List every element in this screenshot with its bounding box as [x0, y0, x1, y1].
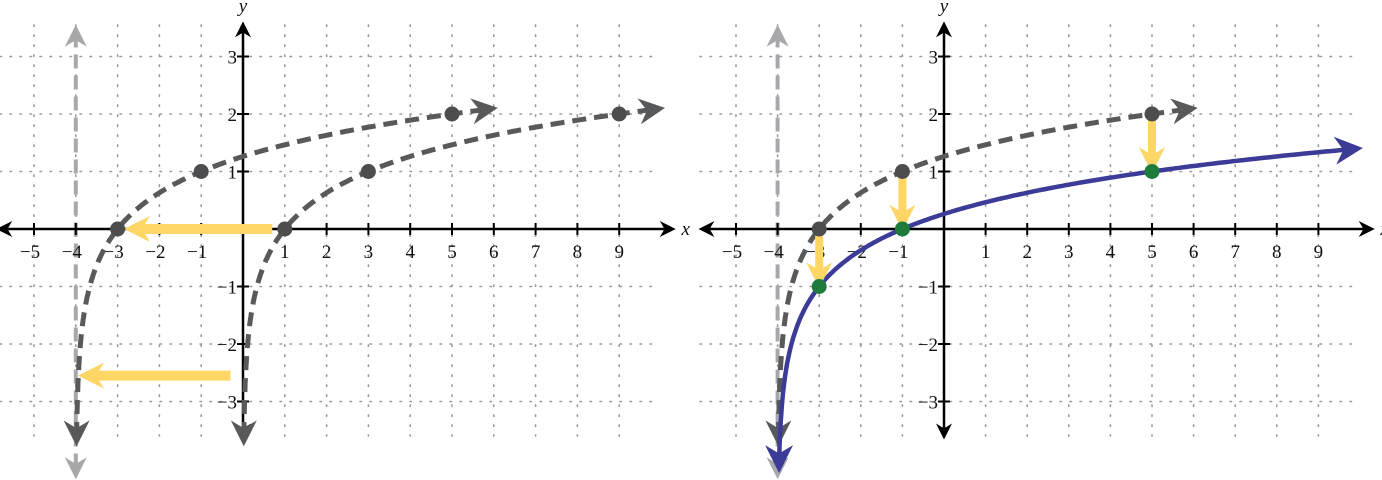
curve-dashed [63, 98, 498, 447]
data-point [811, 221, 827, 237]
x-tick-label: 9 [614, 242, 624, 263]
y-tick-label: −1 [918, 278, 938, 299]
x-tick-label: 1 [981, 242, 991, 263]
curve-solid [765, 136, 1363, 474]
x-tick-label: −4 [62, 242, 83, 263]
curve-dashed [765, 98, 1198, 447]
x-tick-label: −2 [145, 242, 165, 263]
data-point [811, 279, 827, 294]
x-tick-label: 3 [364, 242, 374, 263]
x-tick-label: 6 [1189, 242, 1199, 263]
y-tick-label: 3 [228, 48, 238, 69]
data-point [110, 221, 126, 237]
x-tick-label: 7 [1230, 242, 1240, 263]
data-point [444, 106, 460, 122]
y-axis-label: y [938, 0, 949, 17]
x-tick-label: −4 [763, 242, 784, 263]
data-point [360, 164, 376, 179]
data-point [1144, 164, 1160, 179]
y-tick-label: −3 [217, 393, 237, 414]
x-tick-label: 8 [573, 242, 583, 263]
x-tick-label: 2 [1022, 242, 1032, 263]
x-tick-label: −1 [888, 242, 908, 263]
x-tick-label: 8 [1272, 242, 1282, 263]
y-tick-label: 1 [929, 163, 939, 184]
x-tick-label: 7 [531, 242, 541, 263]
y-tick-label: 2 [228, 105, 238, 126]
curve-dashed [230, 98, 666, 447]
chart-panel-1: −5 −4 −3 −2 −1 1 2 3 4 5 6 7 8 9 −3 −2 −1 1 2 3 x y [0, 0, 690, 480]
y-tick-label: 1 [228, 163, 238, 184]
x-tick-label: 3 [1064, 242, 1074, 263]
y-tick-label: −2 [918, 335, 938, 356]
data-point [611, 106, 627, 122]
x-tick-label: 5 [447, 242, 457, 263]
x-tick-label: 4 [1106, 242, 1116, 263]
y-tick-label: 3 [929, 48, 939, 69]
data-point [1144, 106, 1160, 122]
x-tick-label: −1 [187, 242, 207, 263]
x-tick-label: 2 [322, 242, 332, 263]
x-tick-label: 5 [1147, 242, 1157, 263]
y-tick-label: −3 [918, 393, 938, 414]
data-point [277, 221, 293, 237]
x-tick-label: 9 [1314, 242, 1324, 263]
x-axis-label: x [1379, 219, 1382, 240]
x-tick-label: 4 [405, 242, 415, 263]
y-tick-label: −1 [217, 278, 237, 299]
x-tick-label: 6 [489, 242, 499, 263]
y-tick-label: −2 [217, 335, 237, 356]
x-tick-label: −5 [20, 242, 40, 263]
y-axis-label: y [237, 0, 248, 17]
x-tick-label: 1 [280, 242, 290, 263]
data-point [894, 221, 910, 237]
data-point [894, 164, 910, 179]
data-point [193, 164, 209, 179]
x-tick-label: −3 [103, 242, 123, 263]
y-tick-label: 2 [929, 105, 939, 126]
x-tick-label: −5 [722, 242, 742, 263]
x-axis-label: x [680, 219, 690, 240]
